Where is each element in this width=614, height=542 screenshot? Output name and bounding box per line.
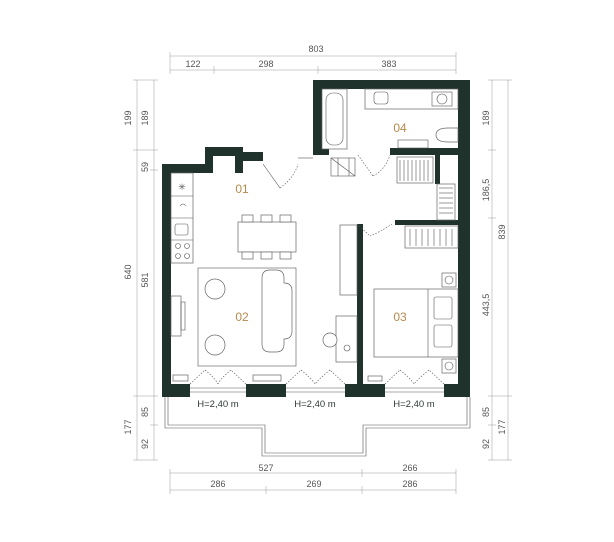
bench (252, 374, 282, 382)
dim-left-inner-4: 85 (140, 407, 150, 417)
dim-left-outer-1: 199 (123, 110, 133, 125)
dim-right-outer-2: 177 (497, 419, 507, 434)
window-height-label-3: H=2,40 m (393, 399, 435, 410)
dim-right-inner-5: 92 (481, 439, 491, 449)
dim-right-inner-4: 85 (481, 407, 491, 417)
bottom-dimensions: 527 266 286 269 286 (169, 463, 457, 494)
living-area (170, 224, 358, 382)
dim-top-total: 803 (308, 44, 323, 54)
dim-top-part-2: 298 (258, 59, 273, 69)
dining-table (237, 214, 297, 260)
desk-chair (322, 332, 338, 348)
faucet (179, 203, 187, 207)
rug (197, 267, 297, 367)
armchair-1 (204, 278, 226, 300)
dim-left-inner-5: 92 (140, 439, 150, 449)
room-label-03: 03 (393, 310, 407, 324)
nightstand-bottom (441, 358, 457, 374)
dim-left-inner-1: 189 (140, 110, 150, 125)
cooktop (175, 243, 190, 259)
shoe-cabinet (339, 224, 358, 296)
floor-lamp (343, 344, 351, 352)
room-label-04: 04 (393, 121, 407, 135)
dim-left-inner-3: 581 (140, 272, 150, 287)
desk (335, 315, 358, 363)
walls (162, 80, 470, 397)
balcony-outline (164, 397, 471, 457)
room-label-01: 01 (235, 182, 249, 196)
washing-machine (431, 91, 453, 107)
shower-tray (397, 139, 429, 149)
extractor-icon: ✳ (178, 182, 186, 192)
window-height-label-1: H=2,40 m (197, 399, 239, 410)
dim-bottom-part-3: 286 (402, 479, 417, 489)
tv-unit (170, 295, 182, 337)
dim-right-inner-2: 186,5 (481, 179, 491, 202)
dim-left-outer-2: 640 (123, 264, 133, 279)
tv (180, 301, 186, 331)
radiator-bedroom (367, 375, 383, 382)
wardrobe-side (436, 183, 456, 221)
dim-bottom-part-1: 286 (210, 479, 225, 489)
kitchen-sink (174, 223, 189, 236)
kitchen-counter: ✳ (170, 172, 194, 264)
windows (189, 369, 445, 393)
room-label-02: 02 (235, 310, 249, 324)
right-dimensions: 189 186,5 443,5 85 92 839 177 (481, 79, 512, 461)
sofa (261, 269, 293, 353)
armchair-2 (204, 334, 226, 356)
radiator-living (172, 374, 189, 382)
bathroom-sink (373, 91, 389, 105)
dim-bottom-total-2: 266 (402, 463, 417, 473)
entrance-door (262, 157, 313, 189)
top-dimensions: 803 122 298 383 (169, 44, 457, 74)
dim-right-inner-3: 443,5 (481, 294, 491, 317)
dim-bottom-part-2: 269 (306, 479, 321, 489)
bathroom-vanity (364, 88, 459, 110)
wardrobe-hall (396, 156, 434, 184)
dim-bottom-total-1: 527 (258, 463, 273, 473)
balcony-inner-outline (167, 397, 468, 454)
dim-top-part-1: 122 (185, 59, 200, 69)
dim-top-part-3: 383 (381, 59, 396, 69)
bathroom-fixtures (321, 88, 459, 177)
dim-right-outer-1: 839 (497, 224, 507, 239)
wardrobe-bedroom (404, 225, 459, 249)
bedroom-furniture (367, 272, 459, 382)
toilet (435, 127, 459, 143)
dim-left-inner-2: 59 (140, 162, 150, 172)
dim-right-inner-1: 189 (481, 110, 491, 125)
left-dimensions: 199 640 177 189 59 581 85 92 (123, 79, 158, 461)
dim-left-outer-3: 177 (123, 419, 133, 434)
nightstand-top (441, 272, 457, 288)
corridor-column (330, 157, 356, 177)
window-height-label-2: H=2,40 m (294, 399, 336, 410)
bed (373, 288, 459, 358)
